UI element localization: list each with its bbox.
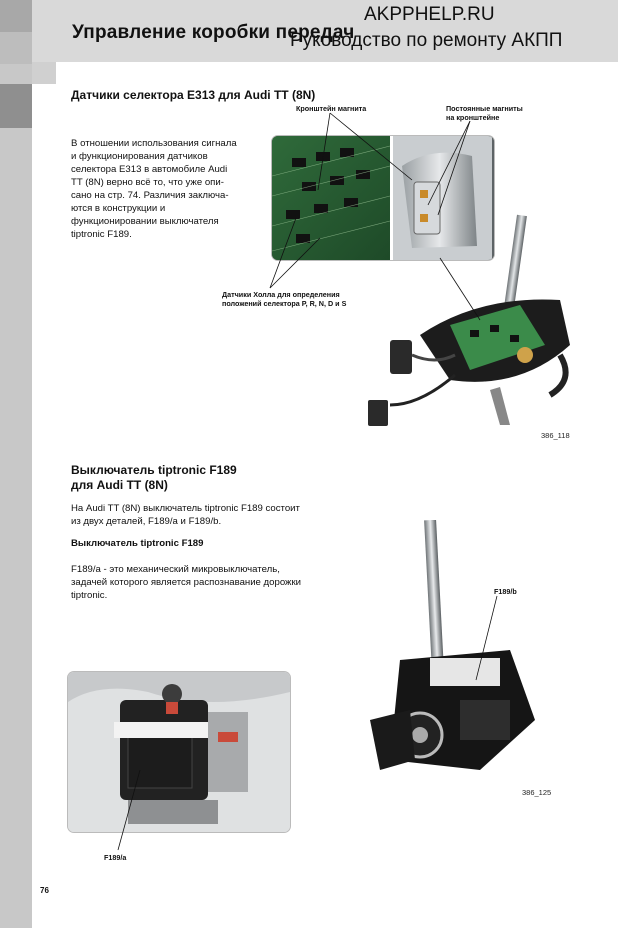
section1-paragraph: В отношении использования сигнала и функ… [71, 137, 271, 241]
section1-heading: Датчики селектора E313 для Audi TT (8N) [71, 88, 316, 102]
photo-sensor-closeup [272, 136, 494, 260]
section2-line: из двух деталей, F189/a и F189/b. [71, 516, 222, 527]
section1-line: селектора E313 в автомобиле Audi [71, 164, 228, 175]
label-hall-sensors-line1: Датчики Холла для определения [222, 290, 340, 299]
leader-line-hall-b [269, 237, 321, 289]
page-number: 76 [40, 886, 49, 895]
label-permanent-magnets-line2: на кронштейне [446, 113, 500, 122]
page-title: Управление коробки передач [72, 22, 355, 43]
header-band [32, 0, 618, 62]
leader-line-f189a [117, 769, 141, 851]
section2-detail-line: tiptronic. [71, 590, 108, 601]
left-margin-strip [0, 0, 32, 928]
leader-line-bracket-a [317, 112, 331, 191]
leader-line-f189b [475, 595, 498, 681]
label-permanent-magnets: Постоянные магниты на кронштейне [446, 104, 523, 122]
leader-line-detail [439, 257, 481, 321]
margin-square-top [0, 0, 32, 32]
watermark-site: AKPPHELP.RU [364, 4, 495, 25]
figure-number-1: 386_118 [541, 431, 570, 440]
photo-tiptronic-unit [370, 520, 535, 770]
label-magnet-bracket: Кронштейн магнита [296, 104, 367, 113]
margin-square-3 [32, 62, 56, 84]
section1-line: функционировании выключателя [71, 216, 219, 227]
section2-heading-line1: Выключатель tiptronic F189 [71, 463, 237, 477]
margin-square-dark [0, 84, 32, 128]
section2-line: На Audi TT (8N) выключатель tiptronic F1… [71, 503, 300, 514]
section2-detail: F189/a - это механический микровыключате… [71, 563, 331, 602]
section2-detail-line: задачей которого является распознавание … [71, 577, 302, 588]
section2-detail-line: F189/a - это механический микровыключате… [71, 564, 280, 575]
section2-heading-line2: для Audi TT (8N) [71, 478, 168, 492]
section1-line: tiptronic F189. [71, 229, 132, 240]
label-hall-sensors: Датчики Холла для определения положений … [222, 290, 346, 308]
photo-microswitch-art [68, 672, 290, 832]
margin-square-2 [0, 32, 32, 64]
photo-selector-unit [368, 214, 570, 426]
leader-line-hall-a [269, 217, 297, 289]
label-hall-sensors-line2: положений селектора P, R, N, D и S [222, 299, 347, 308]
leader-line-magnet-b [437, 120, 471, 216]
section2-heading: Выключатель tiptronic F189 для Audi TT (… [71, 463, 237, 493]
section1-line: ются в конструкции и [71, 203, 166, 214]
photo-sensor-closeup-art [272, 136, 494, 260]
section2-subheading: Выключатель tiptronic F189 [71, 538, 204, 549]
leader-line-bracket-b [329, 112, 413, 181]
watermark-manual: Руководство по ремонту АКПП [290, 30, 563, 51]
section2-paragraph: На Audi TT (8N) выключатель tiptronic F1… [71, 502, 331, 528]
leader-line-magnet-a [427, 120, 471, 206]
section1-line: В отношении использования сигнала [71, 138, 237, 149]
label-f189a: F189/a [104, 853, 127, 862]
section1-line: TT (8N) верно всё то, что уже опи- [71, 177, 224, 188]
figure-number-2: 386_125 [522, 788, 552, 797]
photo-microswitch-closeup [68, 672, 290, 832]
label-permanent-magnets-line1: Постоянные магниты [446, 104, 523, 113]
section1-line: сано на стр. 74. Различия заключа- [71, 190, 229, 201]
section1-line: и функционирования датчиков [71, 151, 208, 162]
label-f189b: F189/b [494, 587, 517, 596]
